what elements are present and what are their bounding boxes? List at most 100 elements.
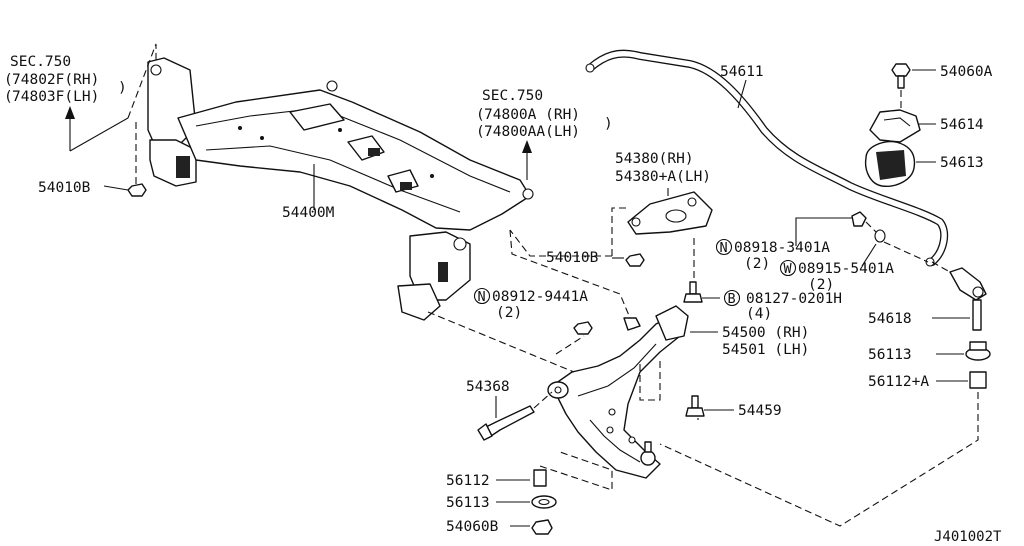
- label-08918-qty: (2): [744, 256, 770, 272]
- front-suspension-member: [147, 57, 534, 321]
- nut-08918: [851, 211, 867, 227]
- assembly-dash-lines: [127, 43, 979, 527]
- member-hole-left-top: [150, 64, 162, 76]
- lower-arm-edge-bottom: [589, 419, 641, 463]
- stabilizer-bar: [585, 49, 949, 267]
- label-08918: N 08918-3401A (2): [715, 238, 830, 272]
- label-54618: 54618: [868, 311, 912, 327]
- bolt-54459: [685, 395, 734, 417]
- label-08912-qty: (2): [496, 305, 522, 321]
- leader-08918: [795, 217, 852, 246]
- member-plate-1: [289, 103, 345, 131]
- bolt-54060a-shank: [897, 75, 905, 89]
- sec-left-arrow-head: [65, 106, 75, 119]
- label-08127-qty: (4): [746, 306, 772, 322]
- dash-left-sec: [127, 43, 157, 119]
- bolt-08127-shank: [689, 281, 697, 295]
- bolt-08127-head: [683, 293, 703, 303]
- dash-right-bottom: [659, 392, 979, 527]
- bolt-54368-dash: [533, 391, 553, 409]
- nut-54060b: [531, 519, 553, 535]
- lower-arm-hole-3: [628, 436, 636, 444]
- sec-left-paren-close: ): [118, 80, 127, 96]
- sec-left-paren-open: (: [4, 72, 13, 88]
- label-54060b: 54060B: [446, 519, 499, 535]
- diagram-code: J401002T: [934, 529, 1002, 545]
- label-54614: 54614: [940, 117, 984, 133]
- washer-56113-right-top: [969, 341, 987, 351]
- label-08912: N 08912-9441A (2): [473, 287, 588, 321]
- label-56113-left: 56113: [446, 495, 490, 511]
- lower-arm-edge: [577, 343, 657, 397]
- clamp-54614-edge: [883, 117, 911, 127]
- bolt-54459-head: [685, 407, 705, 417]
- dash-54010b-mid: [509, 229, 612, 257]
- sec-left-paren-open2: (: [4, 89, 13, 105]
- bolt-54368: [477, 391, 553, 441]
- label-54459: 54459: [738, 403, 782, 419]
- bracket-54380: [627, 188, 713, 235]
- prefix-circle-08912: [473, 287, 491, 305]
- lower-arm-ball-joint: [640, 450, 656, 466]
- dash-member-to-arm: [509, 229, 631, 319]
- sec-left-lh: 74803F(LH): [12, 89, 99, 105]
- label-54611: 54611: [720, 64, 764, 80]
- sec-center-paren-open2: (: [476, 124, 485, 140]
- label-08912-number: 08912-9441A: [492, 289, 588, 305]
- label-54368: 54368: [466, 379, 510, 395]
- dash-member-to-front: [427, 311, 575, 373]
- leader-54611: [737, 79, 747, 109]
- leader-54010b-left: [103, 185, 129, 191]
- washer-56113-left-hole: [538, 498, 550, 506]
- sec-left-title: SEC.750: [10, 54, 71, 70]
- prefix-08912: N: [478, 289, 486, 305]
- member-plate-3-shade: [400, 182, 412, 190]
- clamp-stack: [864, 63, 936, 187]
- member-beam-edge-top: [195, 107, 511, 193]
- prefix-circle-08915: [779, 259, 797, 277]
- dash-washer-to-bar: [883, 241, 929, 263]
- label-54010b-left: 54010B: [38, 180, 91, 196]
- link-54618-ball: [972, 286, 984, 298]
- section-ref-left: SEC.750 ( 74802F(RH) ( 74803F(LH) ): [4, 54, 129, 152]
- bushing-56112: [533, 469, 547, 487]
- label-54501-lh: 54501 (LH): [722, 342, 809, 358]
- nut-08912: [573, 321, 593, 335]
- label-54400m: 54400M: [282, 205, 335, 221]
- lower-arm-hole-1: [608, 408, 616, 416]
- stabilizer-bar-fill: [587, 50, 947, 265]
- label-56113-right: 56113: [868, 347, 912, 363]
- bushing-54613-shade: [876, 150, 906, 180]
- label-54060a: 54060A: [940, 64, 993, 80]
- link-54618-dash: [931, 261, 951, 273]
- dash-nut-washer: [865, 221, 877, 233]
- sec-center-paren-open: (: [476, 107, 485, 123]
- member-main-beam: [177, 89, 531, 231]
- sec-center-arrow-head: [522, 140, 532, 153]
- sec-center-rh: 74800A (RH): [484, 107, 580, 123]
- prefix-circle-08918: [715, 238, 733, 256]
- label-54500-rh: 54500 (RH): [722, 325, 809, 341]
- lower-arm-rear-bushing: [655, 305, 689, 341]
- label-54613: 54613: [940, 155, 984, 171]
- dash-08912: [555, 335, 585, 355]
- bolt-54368-shank: [483, 405, 535, 439]
- member-right-foot: [397, 283, 441, 321]
- washer-08915: [874, 229, 886, 243]
- sec-center-lh: 74800AA(LH): [484, 124, 580, 140]
- bracket-54380-hole: [665, 209, 687, 223]
- label-08915-qty: (2): [808, 277, 834, 293]
- lower-arm: [547, 305, 718, 479]
- bushing-56112a: [969, 371, 987, 389]
- label-54380-lh: 54380+A(LH): [615, 169, 711, 185]
- label-08918-number: 08918-3401A: [734, 240, 830, 256]
- sec-left-rh: 74802F(RH): [12, 72, 99, 88]
- prefix-08918: N: [720, 240, 728, 256]
- label-08127-number: 08127-0201H: [746, 291, 842, 307]
- sec-center-paren-close: ): [604, 116, 613, 132]
- bolt-54060a-head: [891, 63, 911, 77]
- label-54380-rh: 54380(RH): [615, 151, 694, 167]
- leader-08915: [861, 243, 877, 267]
- sec-left-leader: [69, 117, 129, 152]
